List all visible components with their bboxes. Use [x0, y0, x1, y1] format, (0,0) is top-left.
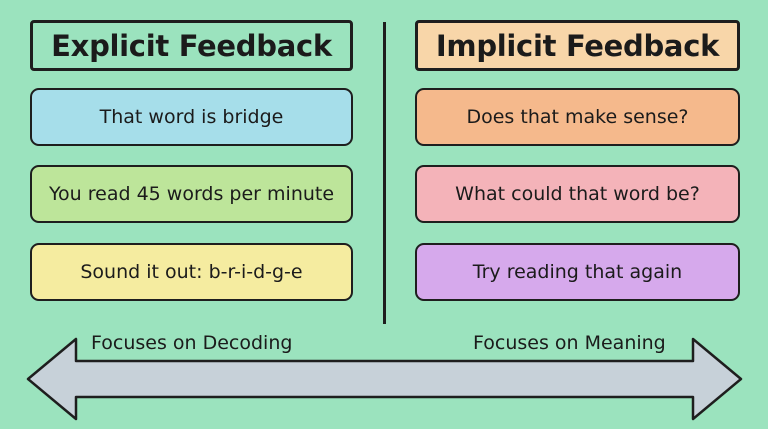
explicit-item-1: That word is bridge [30, 88, 353, 146]
implicit-item-3: Try reading that again [415, 243, 740, 301]
explicit-feedback-title: Explicit Feedback [30, 20, 353, 71]
implicit-item-2: What could that word be? [415, 165, 740, 223]
spectrum-arrow-shape [26, 337, 743, 421]
column-divider [383, 22, 386, 324]
implicit-feedback-title: Implicit Feedback [415, 20, 740, 71]
meaning-label: Focuses on Meaning [473, 332, 666, 354]
implicit-item-1: Does that make sense? [415, 88, 740, 146]
explicit-item-2: You read 45 words per minute [30, 165, 353, 223]
explicit-item-3: Sound it out: b-r-i-d-g-e [30, 243, 353, 301]
decoding-label: Focuses on Decoding [91, 332, 293, 354]
